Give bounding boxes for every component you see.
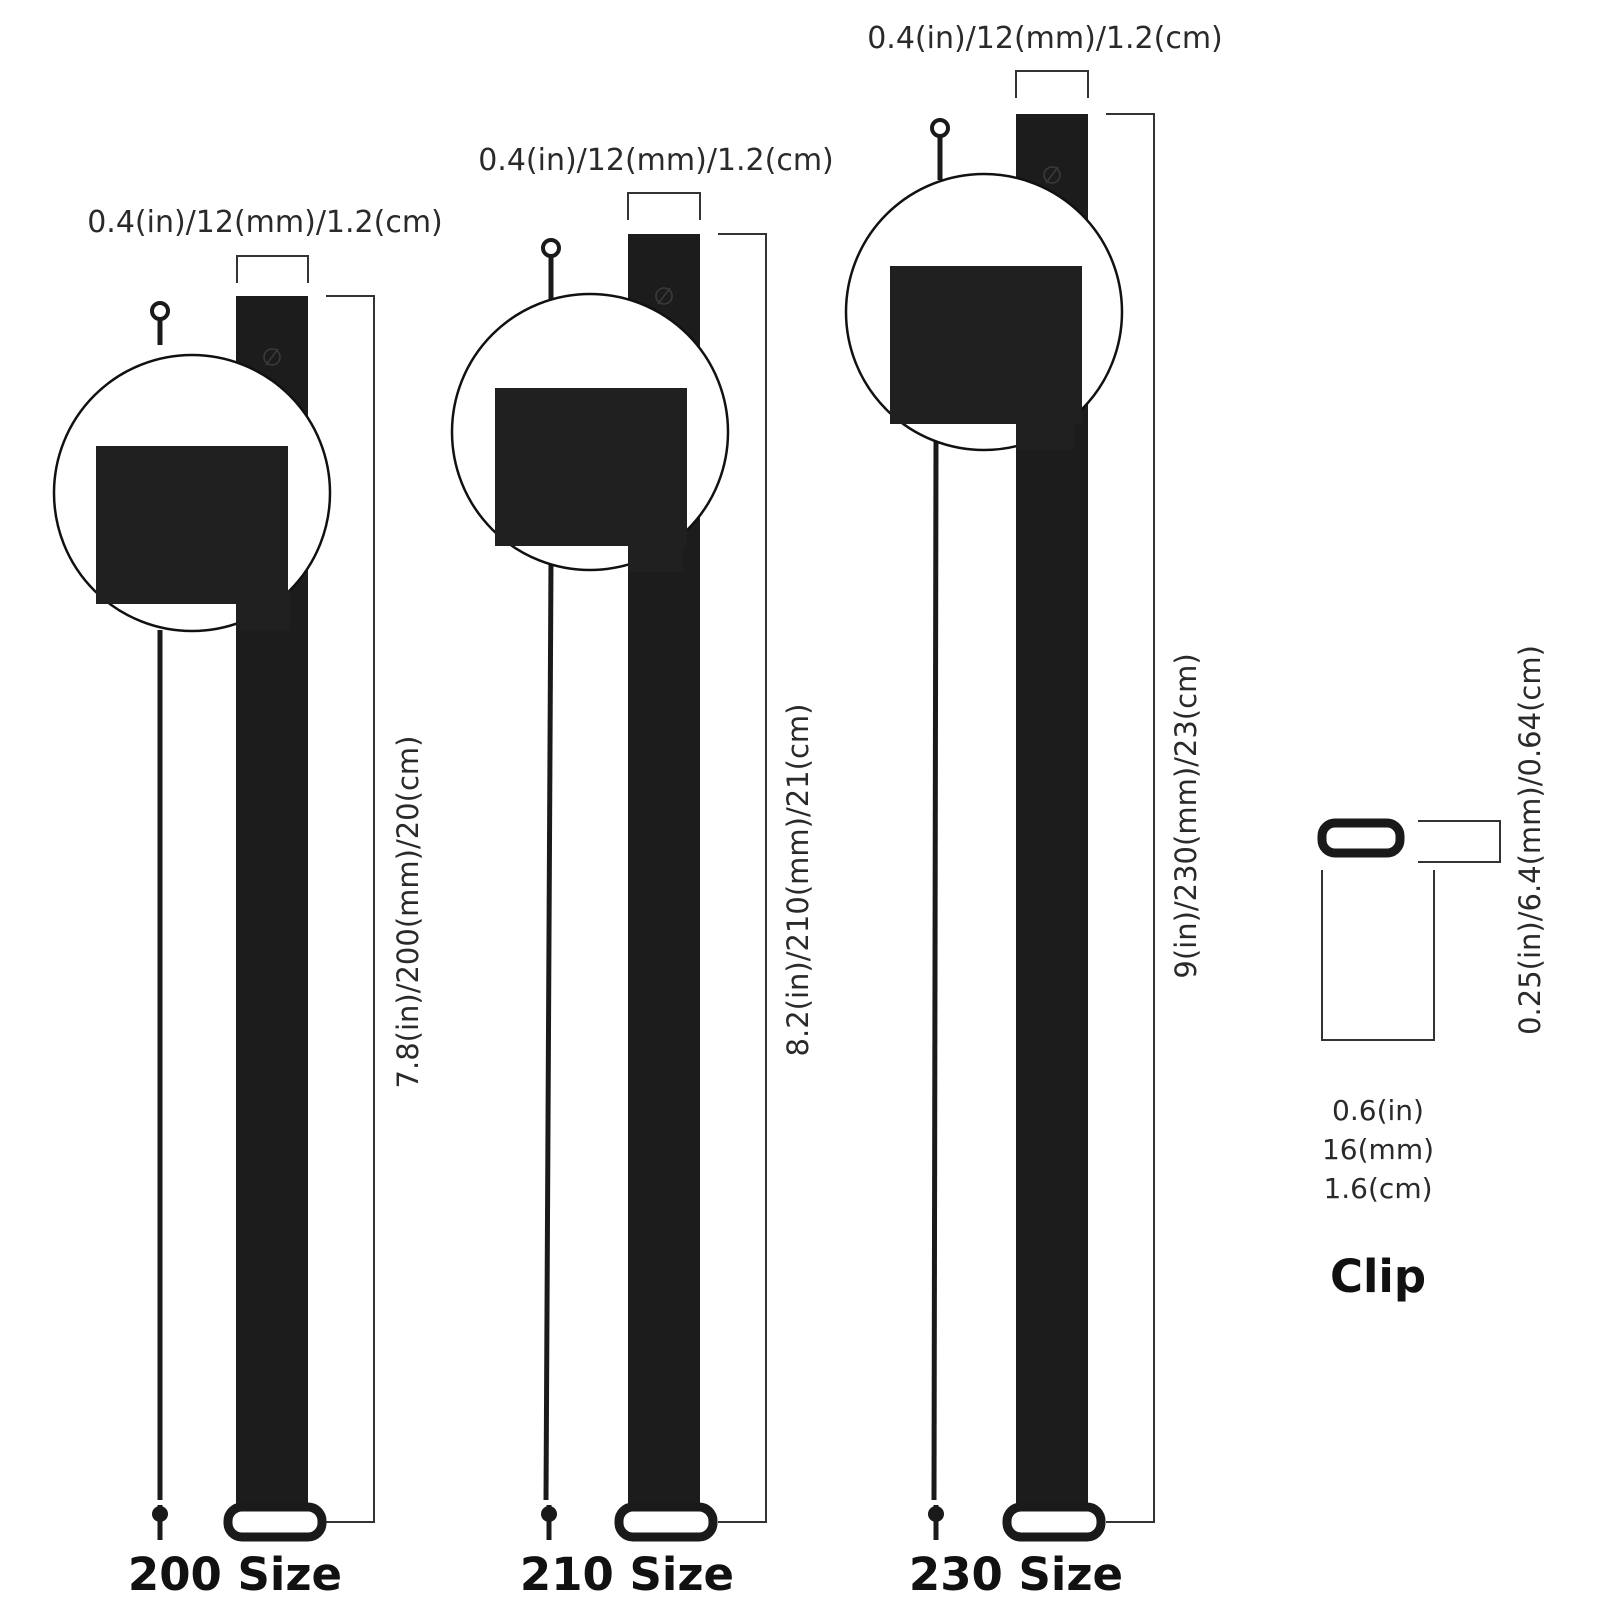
clip-height-label: 0.25(in)/6.4(mm)/0.64(cm) <box>1513 645 1547 1035</box>
band-200-clip-icon <box>223 1502 327 1542</box>
band-200-width-label: 0.4(in)/12(mm)/1.2(cm) <box>87 205 443 240</box>
clip-icon <box>1317 818 1405 858</box>
band-200-pin-icon <box>150 301 170 1540</box>
band-210-length-label: 8.2(in)/210(mm)/21(cm) <box>781 704 815 1057</box>
band-230-pin-icon <box>928 118 950 1540</box>
clip-height-bracket <box>1418 820 1501 863</box>
band-210-size-label: 210 Size <box>520 1548 734 1600</box>
band-230-clip-icon <box>1002 1502 1106 1542</box>
band-200-length-bracket <box>326 295 375 1523</box>
band-230-width-label: 0.4(in)/12(mm)/1.2(cm) <box>867 21 1223 56</box>
band-230-size-label: 230 Size <box>909 1548 1123 1600</box>
band-200-logo-icon <box>263 348 281 366</box>
clip-detail: 0.25(in)/6.4(mm)/0.64(cm) 0.6(in) 16(mm)… <box>1317 645 1547 1303</box>
clip-width-line-mm: 16(mm) <box>1322 1133 1434 1166</box>
band-210-width-bracket <box>627 192 701 220</box>
band-230: 0.4(in)/12(mm)/1.2(cm) 9(in)/230(mm)/23(… <box>844 21 1223 1600</box>
band-210-magnifier <box>450 292 730 572</box>
band-200: 0.4(in)/12(mm)/1.2(cm) 7.8(in)/200(mm)/2… <box>52 205 443 1600</box>
band-210-width-label: 0.4(in)/12(mm)/1.2(cm) <box>478 143 834 178</box>
band-210-logo-icon <box>655 287 673 305</box>
clip-width-line-cm: 1.6(cm) <box>1323 1172 1432 1205</box>
band-230-length-label: 9(in)/230(mm)/23(cm) <box>1169 653 1203 978</box>
clip-label: Clip <box>1330 1250 1426 1303</box>
clip-width-line-in: 0.6(in) <box>1332 1094 1424 1127</box>
band-200-size-label: 200 Size <box>128 1548 342 1600</box>
band-210: 0.4(in)/12(mm)/1.2(cm) 8.2(in)/210(mm)/2… <box>450 143 834 1600</box>
band-230-width-bracket <box>1015 70 1089 98</box>
band-230-length-bracket <box>1106 113 1155 1523</box>
clip-width-bracket <box>1321 870 1435 1041</box>
band-200-length-label: 7.8(in)/200(mm)/20(cm) <box>391 736 425 1089</box>
band-200-magnifier <box>52 353 332 633</box>
band-210-pin-icon <box>541 238 561 1540</box>
band-230-magnifier <box>844 172 1124 452</box>
band-200-width-bracket <box>236 255 309 283</box>
band-230-logo-icon <box>1043 166 1061 184</box>
band-210-length-bracket <box>718 233 767 1523</box>
band-210-clip-icon <box>614 1502 718 1542</box>
